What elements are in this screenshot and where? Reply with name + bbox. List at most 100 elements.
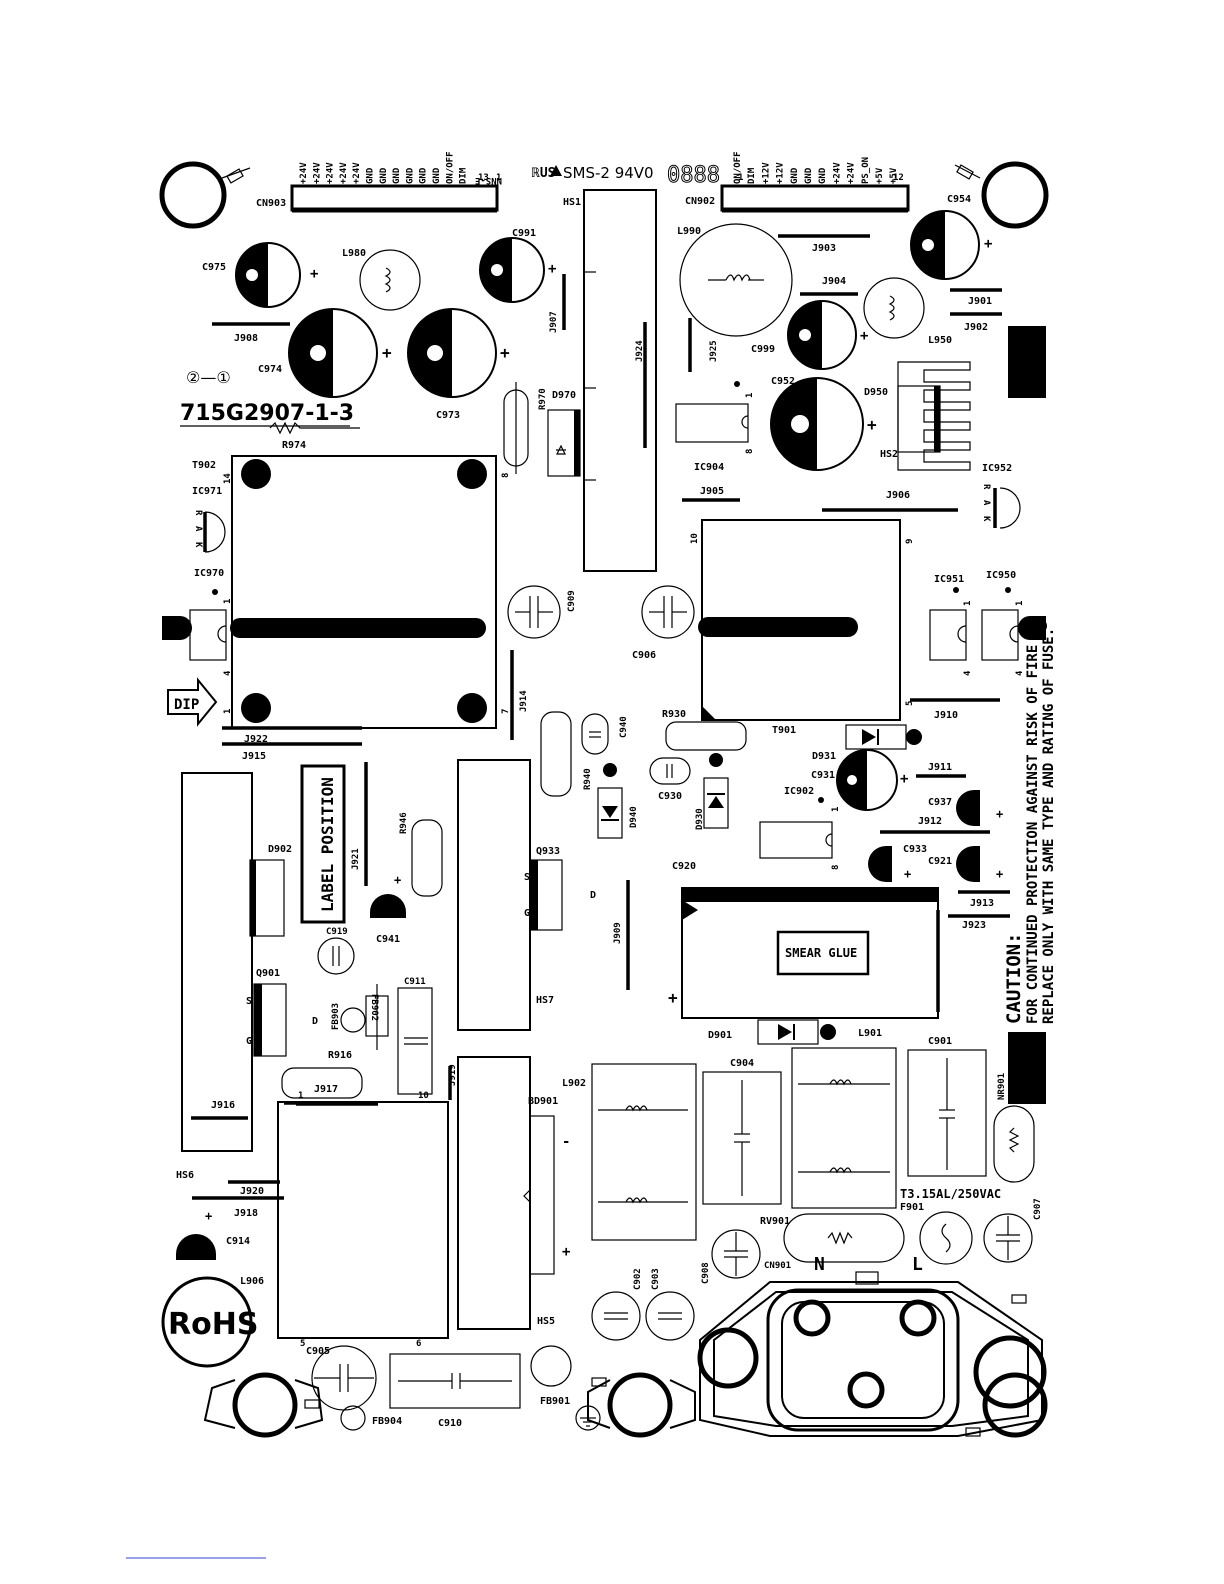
svg-text:+: + [860,328,868,344]
svg-text:K: K [981,516,991,522]
cn903-ref: CN903 [256,198,286,209]
jumpers: J908 J907 J903 J904 J901 J902 J925 J905 … [192,234,1010,1219]
cn903-pin-label: GND [392,167,402,184]
svg-text:1: 1 [298,1091,303,1101]
svg-text:S: S [246,996,252,1007]
q933: Q933 S G D [524,846,596,931]
svg-text:C999: C999 [751,344,775,355]
c940: C940 [581,713,629,755]
svg-text:FB901: FB901 [540,1396,570,1407]
screw-icon [954,164,981,180]
svg-text:C909: C909 [567,590,577,612]
svg-text:A: A [193,526,203,532]
cn902-pin-label: +24V [832,162,842,184]
svg-text:J925: J925 [709,340,719,362]
svg-text:J902: J902 [964,322,988,333]
c999: + C999 [751,300,868,370]
svg-text:LABEL POSITION: LABEL POSITION [318,777,337,912]
inlet-line: L [912,1254,923,1275]
svg-text:+: + [548,261,556,277]
c901: C901 [907,1036,987,1177]
svg-text:R: R [193,510,203,516]
svg-text:R974: R974 [282,440,306,451]
svg-text:+: + [668,988,678,1007]
svg-text:-: - [562,1134,570,1150]
svg-text:J921: J921 [351,848,361,870]
c931: + C931 [811,749,908,811]
flange-bottom-mid-r [669,1379,696,1429]
cn903-pin-label: +24V [299,162,309,184]
date-code: 0888 [667,163,720,188]
mounting-hole-bottom-right [982,1372,1048,1438]
svg-text:C954: C954 [947,194,971,205]
cn902-pin-label: +12V [776,162,786,184]
c920-ref: C920 [672,861,696,872]
transformer-t902: T902 14 1 8 7 [192,455,511,729]
svg-text:NR901: NR901 [997,1073,1007,1100]
hs7 [457,759,531,1031]
cn902-pin-first: 1 [738,173,743,183]
mounting-hole-top-right [981,161,1049,229]
svg-text:6: 6 [416,1339,421,1349]
svg-text:10: 10 [418,1091,429,1101]
flange-bottom-left-r [294,1379,324,1429]
svg-text:R946: R946 [399,812,409,834]
svg-text:C940: C940 [619,716,629,738]
rv901: RV901 [760,1213,905,1263]
c919: C919 [317,927,355,975]
c954: + C954 [910,194,992,280]
fb901: FB901 [530,1345,572,1407]
cn902-pin-label: ON/OFF [733,151,743,184]
hs2-fins [897,361,971,471]
svg-text:C921: C921 [928,856,952,867]
svg-text:CN901: CN901 [764,1261,791,1271]
svg-text:J914: J914 [519,690,529,712]
film-caps: C909 C906 C940 C930 C919 C911 [306,585,1043,1429]
svg-text:L902: L902 [562,1078,586,1089]
t902-pin7: 7 [501,709,511,714]
svg-text:F901: F901 [900,1202,924,1213]
j916-ref: J916 [211,1100,235,1111]
svg-text:Q933: Q933 [536,846,560,857]
screw-icon [1011,1294,1027,1304]
l950: L950 [863,277,952,346]
t902-ref: T902 [192,460,216,471]
mounting-hole-bottom-mid [607,1372,673,1438]
svg-text:+: + [500,343,510,362]
r916: R916 J917 [281,1050,363,1099]
svg-text:R970: R970 [538,388,548,410]
l990: L990 [677,223,793,337]
t901-ref: T901 [772,725,796,736]
t902-pin14: 14 [223,473,233,484]
nr901: NR901 [993,1073,1035,1183]
ic952: IC952 R A K [981,463,1021,529]
svg-text:C991: C991 [512,228,536,239]
cn902-pin-label: +12V [761,162,771,184]
svg-text:+: + [996,807,1003,821]
svg-text:J907: J907 [549,311,559,333]
svg-text:1: 1 [745,393,755,398]
l902: L902 [562,1063,697,1241]
svg-text:J910: J910 [934,710,958,721]
l906-body [277,1101,449,1339]
mirrored-text: NNS-E [475,175,502,185]
svg-text:1: 1 [223,599,233,604]
cn903-pin-label: GND [405,167,415,184]
svg-text:J906: J906 [886,490,910,501]
c933: + C933 [868,844,927,882]
svg-text:Q901: Q901 [256,968,280,979]
hs1-ref: HS1 [563,197,581,208]
svg-text:C933: C933 [903,844,927,855]
q901: Q901 S G D [246,968,318,1057]
solder-pad-block-top [1008,326,1046,398]
ic951: IC951 1 4 [929,574,973,676]
svg-text:+: + [996,867,1003,881]
d902: D902 [249,844,292,937]
svg-text:J908: J908 [234,333,258,344]
svg-text:RV901: RV901 [760,1216,790,1227]
t902-body [231,455,497,729]
fb902: FB902 [365,984,389,1050]
ic970: IC970 1 4 [162,568,233,676]
ic904: IC904 1 8 [675,381,755,473]
